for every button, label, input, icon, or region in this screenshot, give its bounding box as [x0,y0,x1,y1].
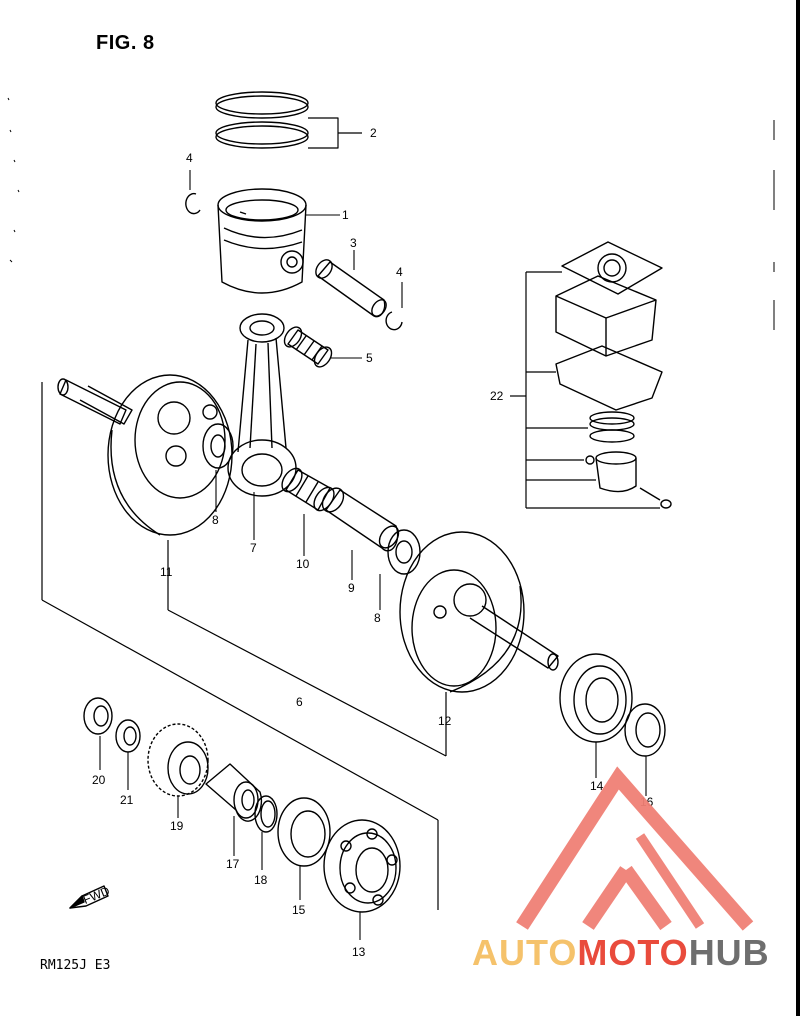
main-bearing-right [559,653,633,743]
crank-half-left [57,374,233,536]
callout-6: 6 [296,695,303,709]
circlips [185,192,403,331]
callout-8a: 8 [212,513,219,527]
callout-2: 2 [370,126,377,140]
callout-14: 14 [590,779,604,793]
callout-21: 21 [120,793,134,807]
callout-13: 13 [352,945,366,959]
scan-specks [7,97,775,330]
fwd-arrow-icon [69,885,109,909]
connecting-rod [227,313,297,497]
callout-7: 7 [250,541,257,555]
scan-edge [796,0,800,1016]
callout-19: 19 [170,819,184,833]
top-end-kit [555,241,672,509]
oil-seal-right [624,703,666,757]
callout-3: 3 [350,236,357,250]
thrust-washers [202,423,421,575]
callout-5: 5 [366,351,373,365]
o-ring [254,795,278,833]
model-code: RM125J E3 [40,958,111,973]
primary-drive-nut [83,697,113,735]
callout-1: 1 [342,208,349,222]
watermark-part-2: MOTO [577,932,689,973]
callout-4b: 4 [396,265,403,279]
callout-20: 20 [92,773,106,787]
callout-10: 10 [296,557,310,571]
callout-12: 12 [438,714,452,728]
callout-22: 22 [490,389,504,403]
fwd-label: FWD [81,884,112,907]
watermark-text: AUTOMOTOHUB [472,932,770,974]
callout-8b: 8 [374,611,381,625]
crank-assembly-bracket [41,382,447,910]
oil-seal-left [277,797,331,867]
crank-half-right [399,531,559,693]
watermark-part-1: AUTO [472,932,578,973]
kit-bracket [510,271,660,509]
callout-labels: 1 2 3 4 4 5 6 7 8 8 9 10 11 12 13 14 15 … [92,126,654,959]
piston-rings [215,91,309,149]
watermark-part-3: HUB [688,932,770,973]
callout-17: 17 [226,857,240,871]
callout-15: 15 [292,903,306,917]
callout-11: 11 [160,565,173,579]
figure-title: FIG. 8 [96,32,155,54]
piston-pin [315,259,387,318]
lock-washer [115,719,141,753]
piston [217,188,307,294]
primary-drive-gear [147,723,209,797]
spacer [205,763,263,822]
callout-9: 9 [348,581,355,595]
watermark-logo-icon [516,766,754,931]
ring-bracket [308,117,362,149]
leader-lines [99,170,647,940]
callout-18: 18 [254,873,268,887]
main-bearing-left [323,819,401,913]
callout-4a: 4 [186,151,193,165]
needle-bearing-small [283,326,333,368]
crank-pin [321,487,400,552]
